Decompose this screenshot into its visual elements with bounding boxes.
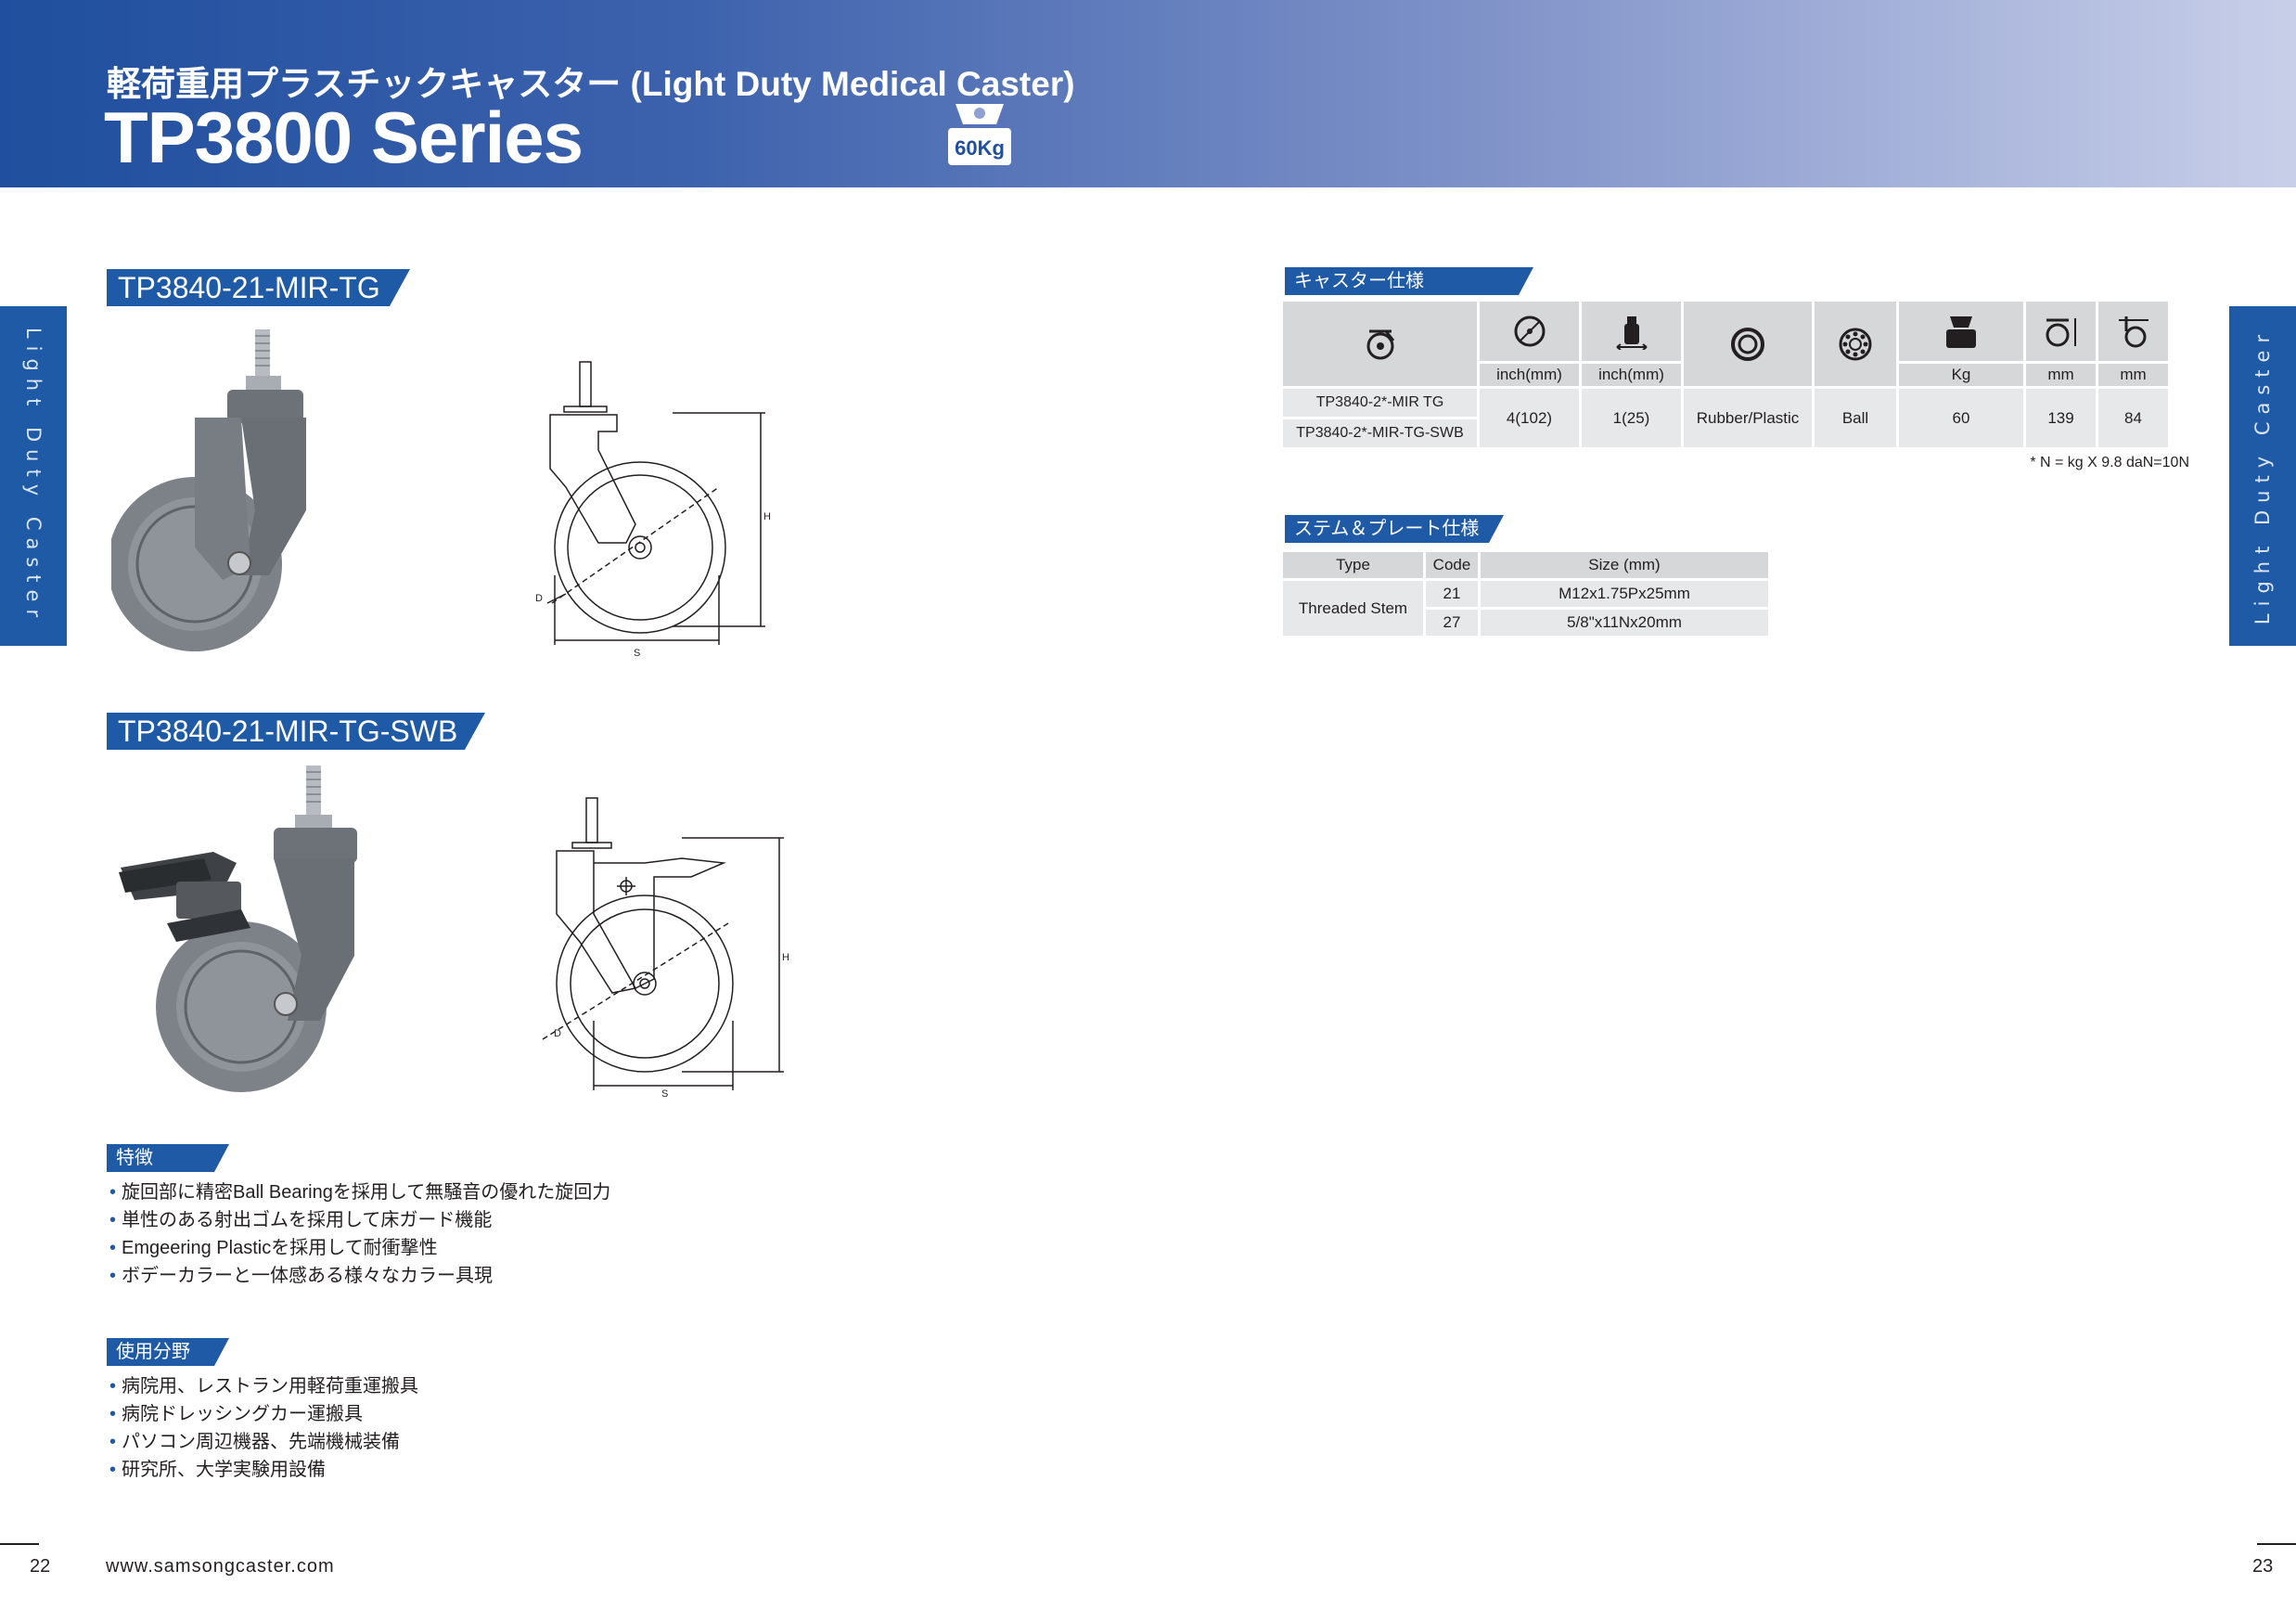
spec-icon-cell xyxy=(1480,302,1579,361)
caster-type-icon xyxy=(1366,329,1394,359)
unit-cell: inch(mm) xyxy=(1582,364,1681,386)
weight-icon: 60Kg xyxy=(948,104,1011,165)
side-tab-left: Light Duty Caster xyxy=(0,306,67,646)
caster-drawing-tg-swb: H S D xyxy=(542,797,789,1100)
feature-text: 単性のある射出ゴムを採用して床ガード機能 xyxy=(122,1210,493,1230)
features-banner: 特徴 xyxy=(107,1144,229,1172)
tread-material-icon xyxy=(1731,327,1764,361)
value-cell: 4(102) xyxy=(1480,389,1579,447)
stem-spec-table: Type Code Size (mm) Threaded Stem 21 M12… xyxy=(1280,549,1771,638)
model-banner-2: TP3840-21-MIR-TG-SWB xyxy=(107,713,485,750)
unit-note: * N = kg X 9.8 daN=10N xyxy=(2030,455,2189,470)
unit-cell: mm xyxy=(2026,364,2096,386)
unit-cell: inch(mm) xyxy=(1480,364,1579,386)
height-icon xyxy=(2046,318,2076,347)
page-number-left: 22 xyxy=(30,1556,51,1577)
feature-text: ボデーカラーと一体感ある様々なカラー具現 xyxy=(122,1266,494,1286)
svg-text:S: S xyxy=(661,1088,668,1100)
list-item: •パソコン周辺機器、先端機械装備 xyxy=(109,1432,401,1452)
side-tab-right-label: Light Duty Caster xyxy=(2251,327,2274,625)
side-tab-left-label: Light Duty Caster xyxy=(22,327,45,625)
svg-text:S: S xyxy=(634,648,640,659)
spec-icon-cell xyxy=(1582,302,1681,361)
model-banner-1: TP3840-21-MIR-TG xyxy=(107,269,410,306)
spec-icon-cell xyxy=(2026,302,2096,361)
svg-text:D: D xyxy=(554,1028,561,1039)
wheel-diameter-icon xyxy=(1514,315,1545,347)
svg-text:H: H xyxy=(782,952,789,963)
footer-rule-left xyxy=(0,1543,39,1545)
model-cell: TP3840-2*-MIR-TG-SWB xyxy=(1283,419,1477,447)
weight-badge-text: 60Kg xyxy=(955,136,1005,160)
caster-spec-table: inch(mm) inch(mm) Kg mm mm TP3840-2*-MIR… xyxy=(1280,299,2171,450)
code-cell: 27 xyxy=(1426,610,1478,636)
value-cell: 139 xyxy=(2026,389,2096,447)
list-item: •旋回部に精密Ball Bearingを採用して無騒音の優れた旋回力 xyxy=(109,1182,611,1203)
features-list: •旋回部に精密Ball Bearingを採用して無騒音の優れた旋回力 •単性のあ… xyxy=(109,1178,610,1290)
size-cell: M12x1.75Px25mm xyxy=(1481,581,1768,607)
use-text: 病院ドレッシングカー運搬具 xyxy=(122,1404,364,1424)
value-cell: 84 xyxy=(2098,389,2168,447)
unit-cell: Kg xyxy=(1899,364,2023,386)
website-link[interactable]: www.samsongcaster.com xyxy=(106,1556,335,1577)
spec-icon-cell xyxy=(1283,302,1477,386)
use-text: 研究所、大学実験用設備 xyxy=(122,1460,327,1480)
feature-text: Emgeering Plasticを採用して耐衝撃性 xyxy=(122,1238,438,1258)
header-size: Size (mm) xyxy=(1481,552,1768,578)
use-text: パソコン周辺機器、先端機械装備 xyxy=(122,1432,401,1452)
svg-text:D: D xyxy=(535,593,543,604)
caster-drawing-tg: H S D xyxy=(535,361,771,659)
list-item: •研究所、大学実験用設備 xyxy=(109,1460,327,1480)
value-cell: Rubber/Plastic xyxy=(1684,389,1812,447)
wheel-width-icon xyxy=(1615,316,1648,350)
caster-spec-banner: キャスター仕様 xyxy=(1285,267,1533,295)
load-capacity-icon xyxy=(1946,316,1976,348)
use-text: 病院用、レストラン用軽荷重運搬具 xyxy=(122,1376,419,1397)
stem-type-cell: Threaded Stem xyxy=(1283,581,1423,636)
page-number-right: 23 xyxy=(2252,1556,2274,1577)
code-cell: 21 xyxy=(1426,581,1478,607)
footer-rule-right xyxy=(2257,1543,2296,1545)
bearing-icon xyxy=(1839,328,1872,360)
value-cell: 60 xyxy=(1899,389,2023,447)
header-type: Type xyxy=(1283,552,1423,578)
uses-list: •病院用、レストラン用軽荷重運搬具 •病院ドレッシングカー運搬具 •パソコン周辺… xyxy=(109,1372,418,1484)
list-item: •単性のある射出ゴムを採用して床ガード機能 xyxy=(109,1210,493,1230)
stem-spec-banner: ステム＆プレート仕様 xyxy=(1285,515,1504,543)
feature-text: 旋回部に精密Ball Bearingを採用して無騒音の優れた旋回力 xyxy=(122,1182,611,1203)
header-band xyxy=(0,0,2296,187)
spec-icon-cell xyxy=(2098,302,2168,361)
spec-icon-cell xyxy=(1815,302,1896,386)
list-item: •ボデーカラーと一体感ある様々なカラー具現 xyxy=(109,1266,494,1286)
caster-photo-tg-swb xyxy=(119,766,357,1092)
spec-icon-cell xyxy=(1899,302,2023,361)
list-item: •病院ドレッシングカー運搬具 xyxy=(109,1404,364,1424)
unit-cell: mm xyxy=(2098,364,2168,386)
offset-icon xyxy=(2118,316,2148,348)
side-tab-right: Light Duty Caster xyxy=(2229,306,2296,646)
svg-text:H: H xyxy=(763,511,771,522)
list-item: •病院用、レストラン用軽荷重運搬具 xyxy=(109,1376,419,1397)
page-subtitle: 軽荷重用プラスチックキャスター (Light Duty Medical Cast… xyxy=(107,65,1075,103)
value-cell: 1(25) xyxy=(1582,389,1681,447)
caster-photo-tg xyxy=(111,329,306,651)
list-item: •Emgeering Plasticを採用して耐衝撃性 xyxy=(109,1238,438,1258)
header-code: Code xyxy=(1426,552,1478,578)
uses-banner: 使用分野 xyxy=(107,1338,229,1366)
page-title: TP3800 Series xyxy=(104,97,584,178)
spec-icon-cell xyxy=(1684,302,1812,386)
size-cell: 5/8"x11Nx20mm xyxy=(1481,610,1768,636)
model-cell: TP3840-2*-MIR TG xyxy=(1283,389,1477,417)
value-cell: Ball xyxy=(1815,389,1896,447)
